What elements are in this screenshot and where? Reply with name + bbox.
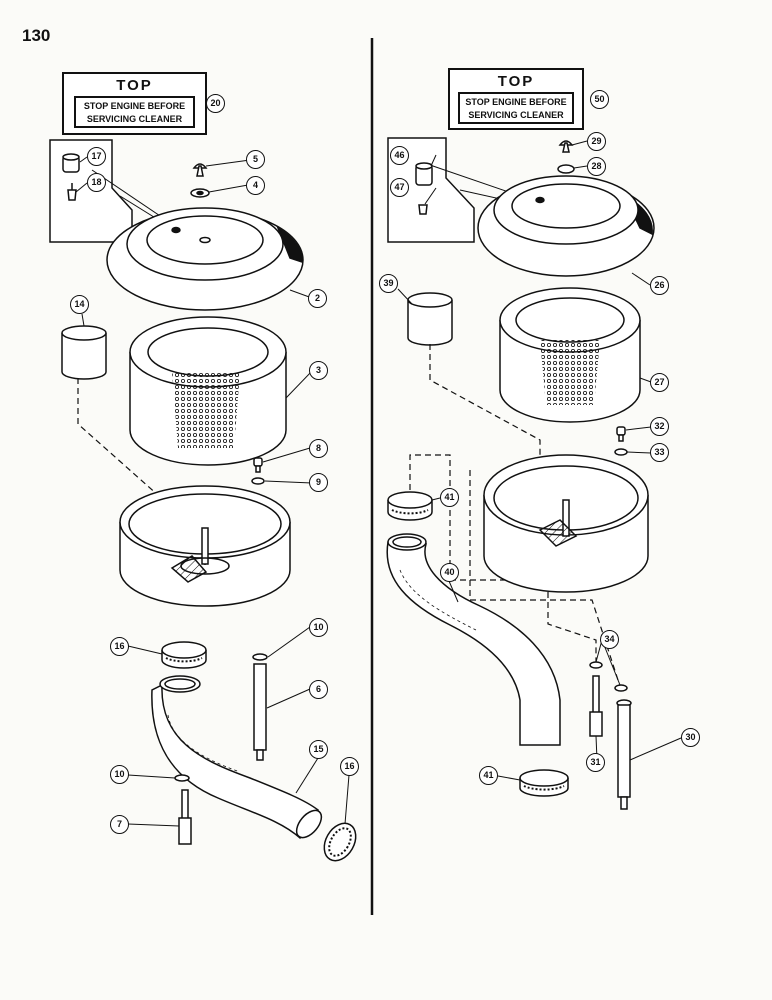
callout: 7: [110, 815, 129, 834]
callout: 16: [340, 757, 359, 776]
short-rod-part-right: [589, 675, 603, 737]
callout: 29: [587, 132, 606, 151]
callout: 47: [390, 178, 409, 197]
callout-decal-right: 50: [590, 90, 609, 109]
washer-part-right: [557, 164, 575, 174]
callout: 39: [379, 274, 398, 293]
callout: 3: [309, 361, 328, 380]
callout: 40: [440, 563, 459, 582]
callout: 32: [650, 417, 669, 436]
hose-clamp-lower-part-right: [519, 769, 569, 797]
decal-title: TOP: [116, 77, 153, 94]
bolt-washer-part-right: [614, 448, 628, 456]
decal-line-1: STOP ENGINE BEFORE: [83, 101, 186, 111]
rod-washer-part-right: [589, 661, 603, 669]
decal-line-2: SERVICING CLEANER: [468, 110, 564, 120]
rod-washer-part: [174, 774, 190, 782]
decal-line-2: SERVICING CLEANER: [86, 114, 183, 124]
warning-decal-left: TOP STOP ENGINE BEFORE SERVICING CLEANER: [62, 72, 207, 135]
callout: 41: [479, 766, 498, 785]
indicator-fitting-part: [67, 183, 77, 201]
rod-washer-part-right-2: [614, 684, 628, 692]
decal-line-1: STOP ENGINE BEFORE: [465, 97, 567, 107]
page-number: 130: [22, 26, 51, 45]
support-rod-part: [252, 653, 268, 761]
callout: 31: [586, 753, 605, 772]
callout: 6: [309, 680, 328, 699]
callout: 27: [650, 373, 669, 392]
air-inlet-hose-part-right: [386, 533, 561, 746]
callout: 28: [587, 157, 606, 176]
callout: 14: [70, 295, 89, 314]
warning-decal-right: TOP STOP ENGINE BEFORE SERVICING CLEANER: [448, 68, 584, 130]
callout: 8: [309, 439, 328, 458]
decal-warning-text: STOP ENGINE BEFORE SERVICING CLEANER: [458, 92, 574, 124]
rubber-sleeve-part: [61, 325, 107, 380]
callout: 2: [308, 289, 327, 308]
bolt-part: [253, 457, 263, 473]
filter-element-part: [129, 316, 287, 466]
bolt-part-right: [616, 426, 626, 442]
decal-title: TOP: [497, 73, 535, 90]
callout: 5: [246, 150, 265, 169]
lower-rod-part: [178, 789, 192, 845]
callout-decal-left: 20: [206, 94, 225, 113]
indicator-fitting-part-right: [418, 204, 428, 215]
callout: 10: [110, 765, 129, 784]
callout: 41: [440, 488, 459, 507]
callout: 17: [87, 147, 106, 166]
air-cleaner-body-part-right: [483, 454, 649, 593]
callout: 26: [650, 276, 669, 295]
restriction-indicator-part: [62, 153, 80, 173]
callout: 9: [309, 473, 328, 492]
hose-clamp-part-right: [387, 491, 433, 521]
bolt-washer-part: [251, 477, 265, 485]
callout: 15: [309, 740, 328, 759]
air-cleaner-cover-part-right: [477, 175, 655, 277]
callout: 10: [309, 618, 328, 637]
callout: 16: [110, 637, 129, 656]
decal-warning-text: STOP ENGINE BEFORE SERVICING CLEANER: [74, 96, 195, 128]
callout: 4: [246, 176, 265, 195]
long-rod-part-right: [616, 699, 632, 810]
air-cleaner-cover-part: [106, 207, 304, 311]
filter-element-part-right: [499, 287, 641, 423]
rubber-sleeve-part-right: [407, 292, 453, 346]
hose-clamp-lower-part: [323, 822, 357, 862]
wing-nut-part: [192, 163, 208, 177]
restriction-indicator-part-right: [415, 162, 433, 186]
air-inlet-hose-part: [151, 675, 323, 840]
air-cleaner-body-part: [119, 485, 291, 607]
callout: 33: [650, 443, 669, 462]
wing-nut-part-right: [558, 140, 574, 153]
hose-clamp-part: [161, 641, 207, 669]
callout: 46: [390, 146, 409, 165]
callout: 34: [600, 630, 619, 649]
callout: 18: [87, 173, 106, 192]
callout: 30: [681, 728, 700, 747]
